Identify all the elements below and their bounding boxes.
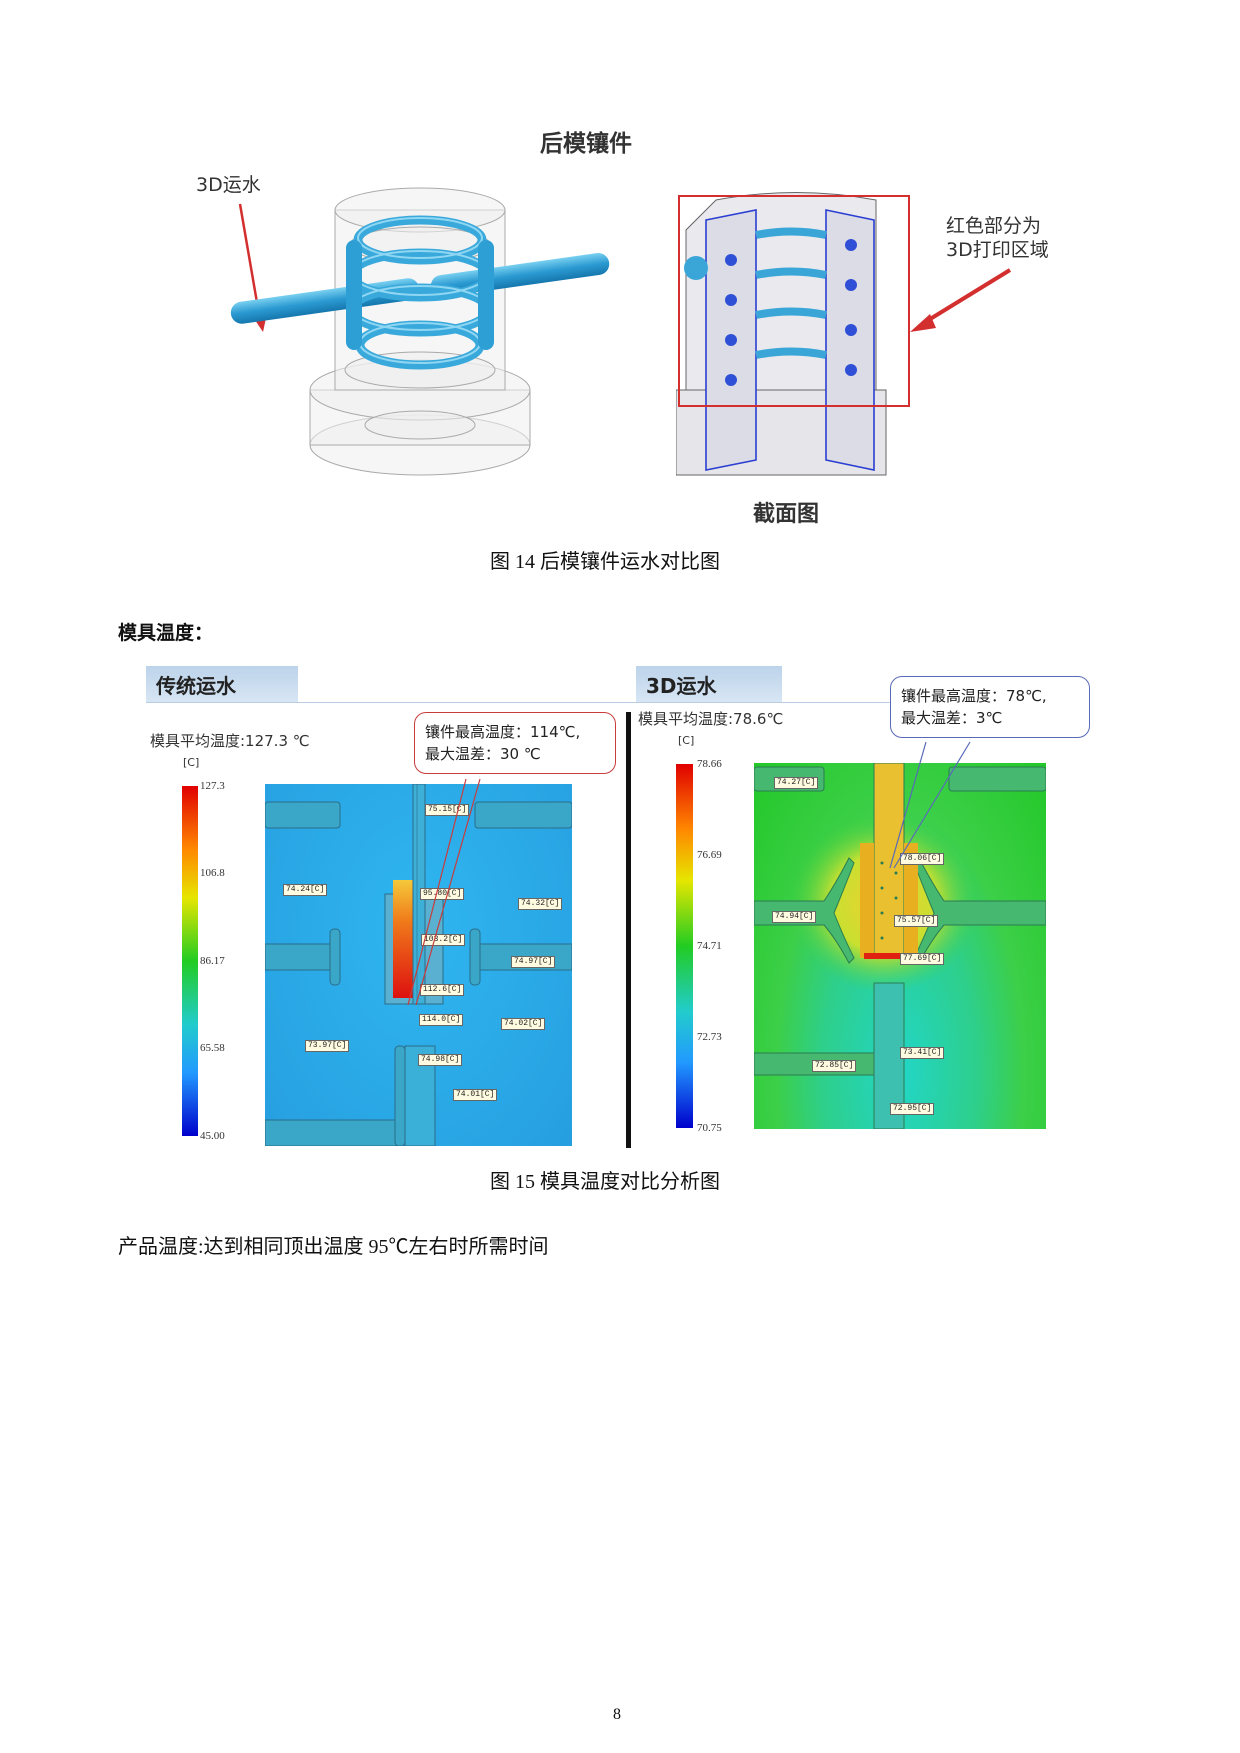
left-tag: 74.98[C] [418,1054,463,1066]
figure14-title: 后模镶件 [540,131,632,157]
left-tick-4: 65.58 [200,1042,225,1054]
left-tag: 103.2[C] [421,934,466,946]
page-number: 8 [613,1706,621,1723]
right-thermal-map: 74.27[C] 78.06[C] 74.94[C] 75.57[C] 77.6… [754,763,1046,1129]
left-tick-1: 127.3 [200,780,225,792]
left-tick-2: 106.8 [200,867,225,879]
right-callout: 镶件最高温度：78℃, 最大温差：3℃ [890,676,1090,738]
left-tick-3: 86.17 [200,955,225,967]
right-tick-1: 78.66 [697,758,722,770]
figure15-caption: 图 15 模具温度对比分析图 [490,1171,720,1193]
right-tick-2: 76.69 [697,849,722,861]
left-tag: 74.02[C] [501,1018,546,1030]
tab-traditional-water: 传统运水 [146,666,298,703]
label-section: 截面图 [753,502,820,527]
right-tag: 77.69[C] [900,953,945,965]
right-callout-line2: 最大温差：3℃ [901,709,1003,727]
tab-3d-water: 3D运水 [636,666,782,703]
right-tag: 72.85[C] [812,1060,857,1072]
label-3d-water: 3D运水 [196,174,261,196]
right-callout-line1: 镶件最高温度：78℃, [901,687,1047,705]
right-unit: [C] [678,734,695,747]
figure14-caption: 图 14 后模镶件运水对比图 [490,551,720,573]
right-tag: 72.95[C] [890,1103,935,1115]
right-tick-3: 74.71 [697,940,722,952]
red-print-region-frame [678,195,910,407]
right-tag: 74.94[C] [772,911,817,923]
right-avg-temp: 模具平均温度:78.6℃ [638,710,784,728]
left-callout-line1: 镶件最高温度：114℃, [425,723,581,741]
right-tag: 78.06[C] [900,853,945,865]
right-tag: 73.41[C] [900,1047,945,1059]
left-callout: 镶件最高温度：114℃, 最大温差：30 ℃ [414,712,616,774]
left-tag: 74.01[C] [453,1089,498,1101]
right-tag: 75.57[C] [894,915,939,927]
left-tag: 114.0[C] [419,1014,464,1026]
right-tab-rule [636,702,1086,703]
left-tag: 95.80[C] [420,888,465,900]
left-unit: [C] [183,756,200,769]
left-avg-temp: 模具平均温度:127.3 ℃ [150,732,310,750]
right-color-bar [676,764,693,1128]
right-callout-leaders [889,741,971,869]
body-paragraph: 产品温度:达到相同顶出温度 95℃左右时所需时间 [118,1236,549,1258]
left-callout-line2: 最大温差：30 ℃ [425,745,541,763]
right-tick-4: 72.73 [697,1031,722,1043]
panel-divider [626,712,631,1148]
label-red-region: 红色部分为 3D打印区域 [946,215,1049,261]
insert-3d-render [230,187,610,476]
right-tag: 74.27[C] [774,777,819,789]
red-arrow [910,268,1012,332]
right-tick-5: 70.75 [697,1122,722,1134]
left-tag: 74.97[C] [511,956,556,968]
section-view [676,192,887,476]
left-callout-leaders [407,778,481,1006]
left-tag: 73.97[C] [305,1040,350,1052]
section-heading: 模具温度： [118,622,214,644]
left-tab-rule [146,702,636,703]
left-tag: 74.24[C] [283,884,328,896]
left-tick-5: 45.00 [200,1130,225,1142]
left-color-bar [182,786,198,1136]
left-tag: 74.32[C] [518,898,563,910]
